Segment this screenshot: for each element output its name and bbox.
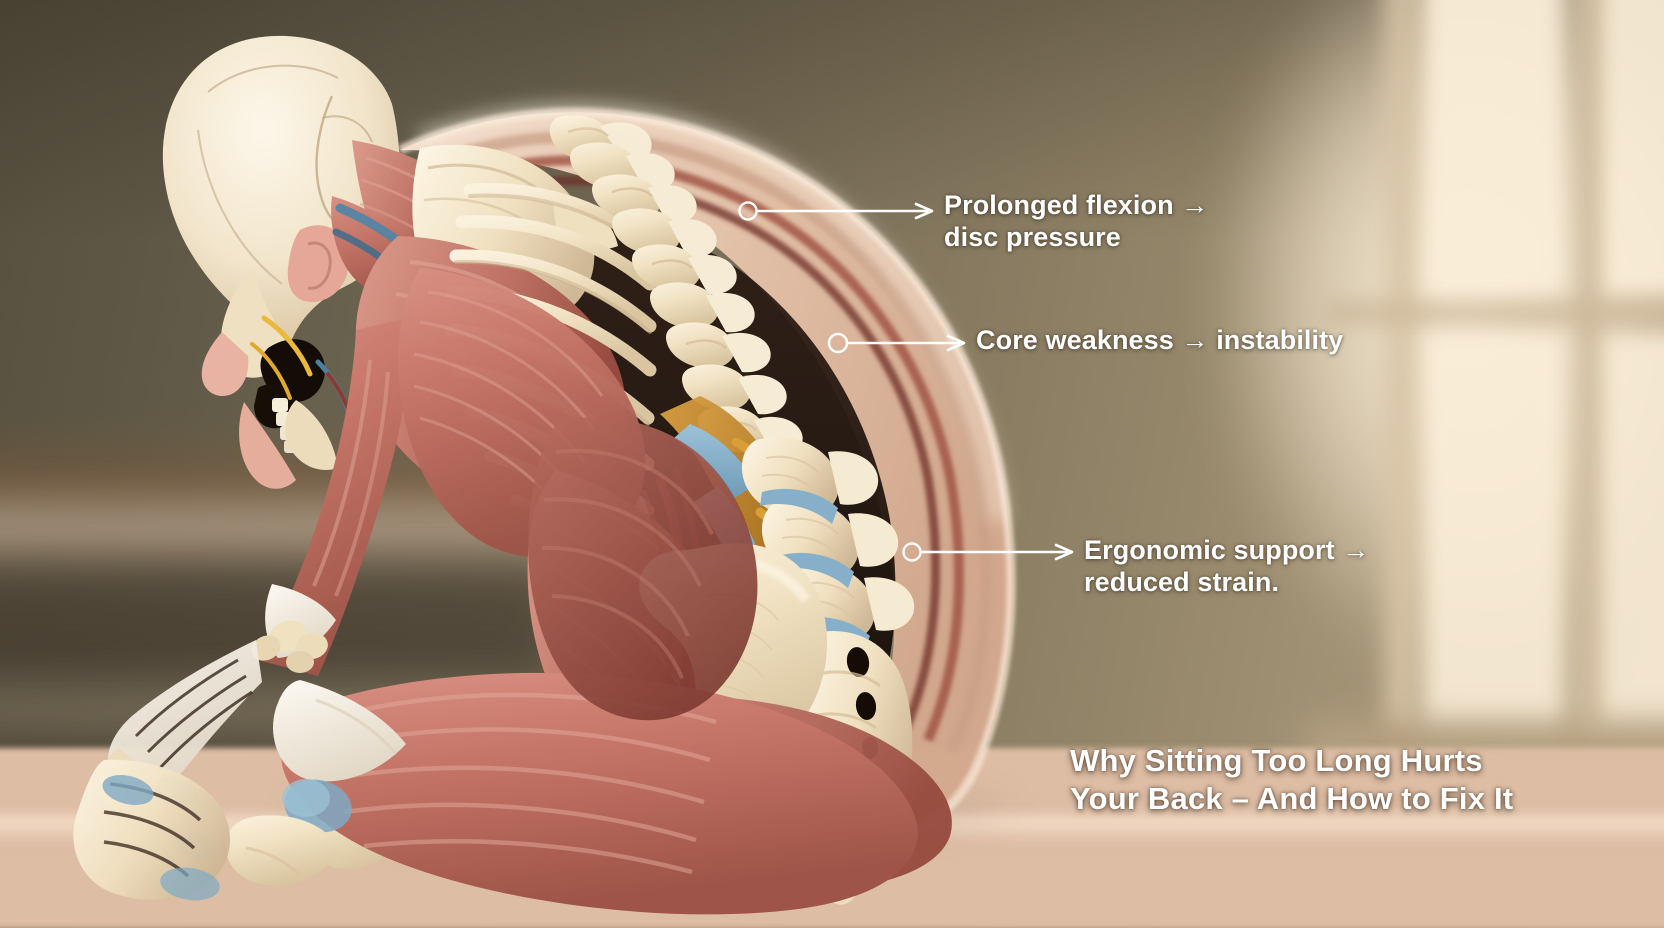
window-pane — [1418, 330, 1568, 730]
annotation-prolonged-flexion: Prolonged flexion → disc pressure — [944, 190, 1209, 252]
vertebra — [650, 282, 755, 333]
wrist-bones — [251, 620, 328, 673]
annotation-ergonomic-support: Ergonomic support → reduced strain. — [1084, 535, 1370, 597]
quadriceps — [225, 672, 918, 915]
abdominal-core — [528, 417, 758, 721]
vertebra — [612, 208, 717, 259]
vertebra — [666, 322, 771, 373]
lower-leg — [73, 759, 231, 901]
window-mullion-horizontal — [1324, 300, 1664, 326]
skull — [162, 35, 401, 489]
headline-title: Why Sitting Too Long Hurts Your Back – A… — [1070, 743, 1514, 816]
window-mullion-vertical — [1384, 0, 1418, 730]
window-mullion-vertical — [1576, 0, 1602, 730]
window-pane — [1418, 0, 1568, 300]
vertebra — [632, 244, 737, 295]
thoracic-spine — [549, 115, 803, 457]
annotation-core-weakness: Core weakness → instability — [976, 325, 1344, 355]
